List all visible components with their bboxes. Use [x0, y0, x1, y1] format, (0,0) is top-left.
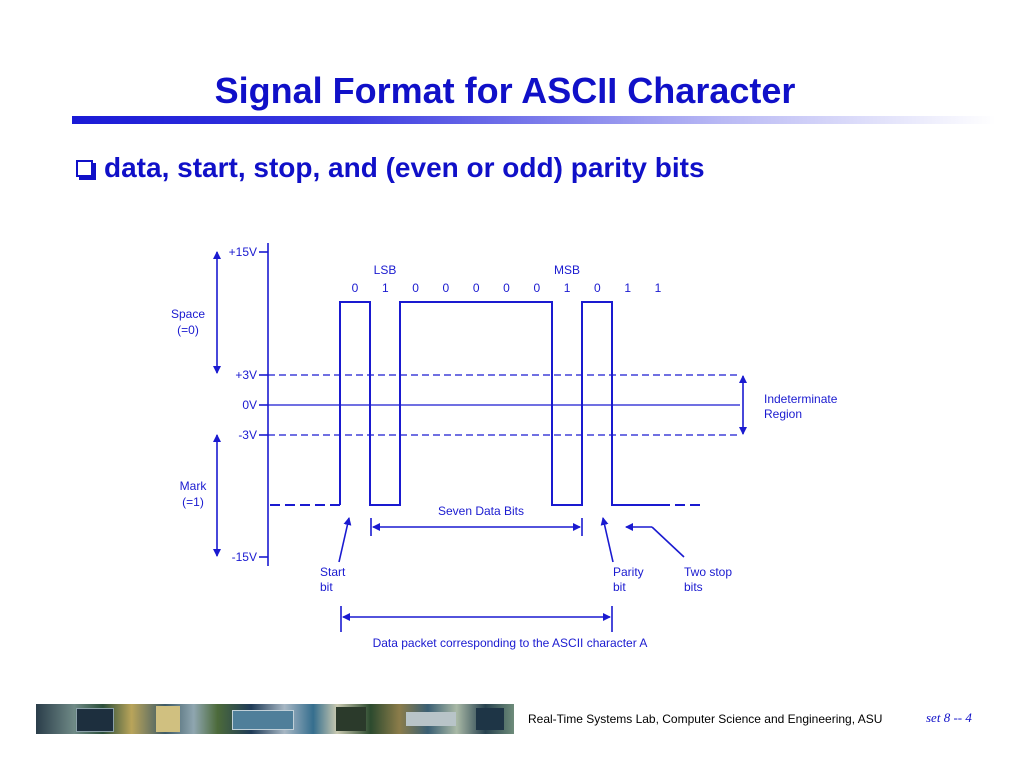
mark-label: Mark: [180, 479, 208, 493]
bit-value-3: 0: [443, 281, 450, 295]
two-stop-bits-label-2: bits: [684, 580, 703, 594]
title-underline: [72, 116, 996, 124]
label-minus3v: -3V: [238, 428, 257, 442]
two-stop-bits-label: Two stop: [684, 565, 732, 579]
mark-value-label: (=1): [182, 495, 204, 509]
bit-value-5: 0: [503, 281, 510, 295]
bit-value-0: 0: [352, 281, 359, 295]
start-bit-pointer: [338, 517, 352, 563]
parity-bit-label: Parity: [613, 565, 644, 579]
bit-value-8: 0: [594, 281, 601, 295]
label-plus15v: +15V: [229, 245, 257, 259]
start-bit-label: Start: [320, 565, 346, 579]
start-bit-label-2: bit: [320, 580, 333, 594]
space-value-label: (=0): [177, 323, 199, 337]
bullet-point: data, start, stop, and (even or odd) par…: [76, 152, 705, 184]
bit-value-4: 0: [473, 281, 480, 295]
bullet-checkbox-icon: [76, 159, 93, 177]
space-label: Space: [171, 307, 205, 321]
bit-value-7: 1: [564, 281, 571, 295]
bit-value-9: 1: [624, 281, 631, 295]
region-label: Region: [764, 407, 802, 421]
indeterminate-label: Indeterminate: [764, 392, 838, 406]
label-zero-v: 0V: [242, 398, 257, 412]
bit-value-10: 1: [655, 281, 662, 295]
bit-value-2: 0: [412, 281, 419, 295]
lsb-label: LSB: [374, 263, 397, 277]
stop-bits-leader: [651, 526, 685, 558]
signal-waveform: [339, 301, 660, 506]
parity-bit-pointer: [600, 517, 614, 563]
bit-value-labels: 0 1 0 0 0 0 0 1 0 1 1: [352, 281, 662, 295]
seven-data-bits-label: Seven Data Bits: [438, 504, 524, 518]
parity-bit-label-2: bit: [613, 580, 626, 594]
footer-image-strip: [36, 704, 514, 734]
bit-value-1: 1: [382, 281, 389, 295]
bit-value-6: 0: [533, 281, 540, 295]
footer-lab-text: Real-Time Systems Lab, Computer Science …: [528, 712, 883, 726]
slide-title: Signal Format for ASCII Character: [214, 70, 796, 111]
page-number: set 8 -- 4: [926, 710, 972, 725]
label-minus15v: -15V: [232, 550, 257, 564]
packet-caption: Data packet corresponding to the ASCII c…: [373, 636, 648, 650]
bullet-text: data, start, stop, and (even or odd) par…: [104, 152, 705, 183]
msb-label: MSB: [554, 263, 580, 277]
label-plus3v: +3V: [235, 368, 257, 382]
